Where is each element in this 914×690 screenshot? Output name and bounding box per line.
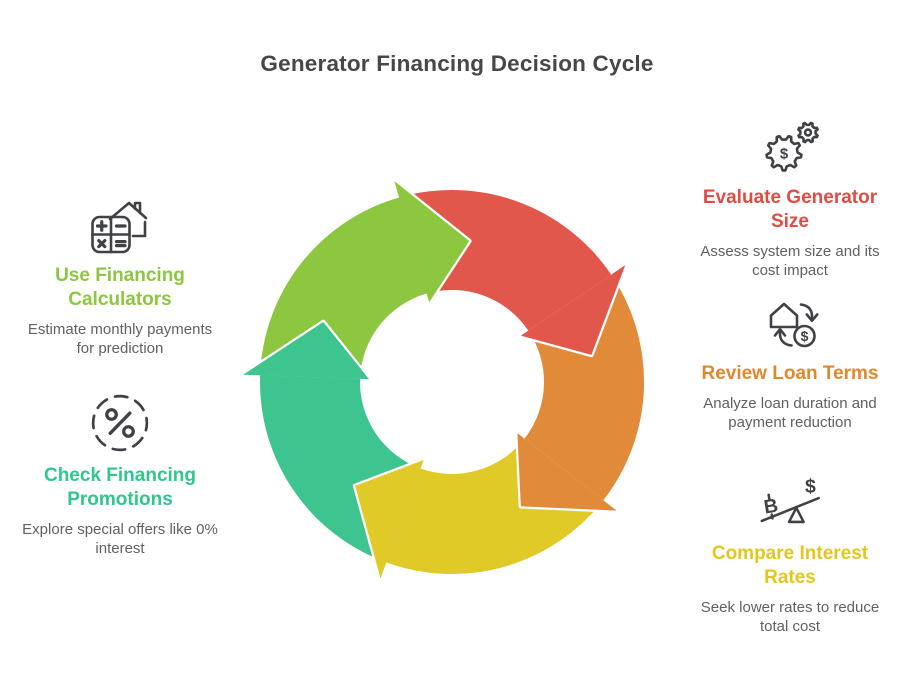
percent-circle-icon — [91, 394, 149, 452]
gears-dollar-icon: $ — [765, 121, 819, 172]
calculator-house-icon — [91, 201, 148, 254]
dollar-glyph: $ — [780, 146, 789, 163]
dollar-coin — [793, 324, 816, 348]
arrow-head-up — [773, 327, 787, 337]
page-title: Generator Financing Decision Cycle — [260, 51, 654, 76]
section-title: Compare Interest Rates — [711, 543, 869, 588]
cycle-diagram — [240, 178, 645, 581]
section-review-loan-terms: $ Review Loan Terms Analyze loan duratio… — [680, 294, 900, 432]
cycle-arrowhead-teal — [243, 321, 370, 380]
calculator-dividers — [91, 215, 131, 254]
house-wall — [131, 220, 147, 238]
currency-b-ticks — [767, 493, 774, 520]
dashed-circle — [91, 394, 149, 452]
section-compare-interest-rates: B $ Compare Interest Rates Seek lower ra… — [680, 472, 900, 636]
dollar-glyph: $ — [805, 475, 816, 497]
house-dollar-exchange-icon: $ — [769, 302, 819, 348]
small-gear-hole — [803, 128, 813, 137]
section-use-financing-calculators: Use Financing Calculators Estimate month… — [10, 196, 230, 358]
cycle-arrowhead-yellow — [355, 459, 424, 579]
house-chimney — [133, 201, 142, 215]
section-check-financing-promotions: Check Financing Promotions Explore speci… — [10, 392, 230, 558]
section-title: Use Financing Calculators — [55, 265, 185, 310]
large-gear — [765, 134, 803, 172]
percent-slash — [108, 411, 132, 435]
cycle-arrowhead-red — [520, 265, 626, 355]
cycle-segment-green — [260, 197, 427, 379]
arrow-curve-left — [778, 330, 793, 347]
cycle-arrowhead-green — [394, 181, 470, 303]
section-title: Review Loan Terms — [701, 363, 879, 384]
section-description: Explore special offers like 0% interest — [22, 521, 218, 557]
section-description: Analyze loan duration and payment reduct… — [703, 395, 877, 431]
section-description: Assess system size and its cost impact — [700, 243, 880, 279]
section-description: Seek lower rates to reduce total cost — [700, 599, 880, 635]
currency-b-glyph: B — [762, 495, 779, 519]
percent-dot-bottom — [122, 425, 135, 438]
section-description: Estimate monthly payments for prediction — [27, 321, 213, 357]
balance-scale-icon: B $ — [760, 475, 820, 524]
section-title: Check Financing Promotions — [43, 465, 197, 510]
section-evaluate-generator-size: $ Evaluate Generator Size Assess system … — [680, 120, 900, 280]
section-title: Evaluate Generator Size — [702, 187, 878, 232]
small-gear — [797, 121, 819, 144]
arrow-head-down — [805, 313, 819, 323]
arrow-curve-right — [799, 303, 814, 320]
dollar-glyph: $ — [801, 328, 809, 344]
calculator-symbols — [95, 220, 127, 249]
cycle-arrowhead-orange — [517, 433, 617, 511]
balance-fulcrum — [787, 506, 805, 524]
percent-dot-top — [105, 408, 118, 421]
house-outline — [769, 302, 799, 329]
